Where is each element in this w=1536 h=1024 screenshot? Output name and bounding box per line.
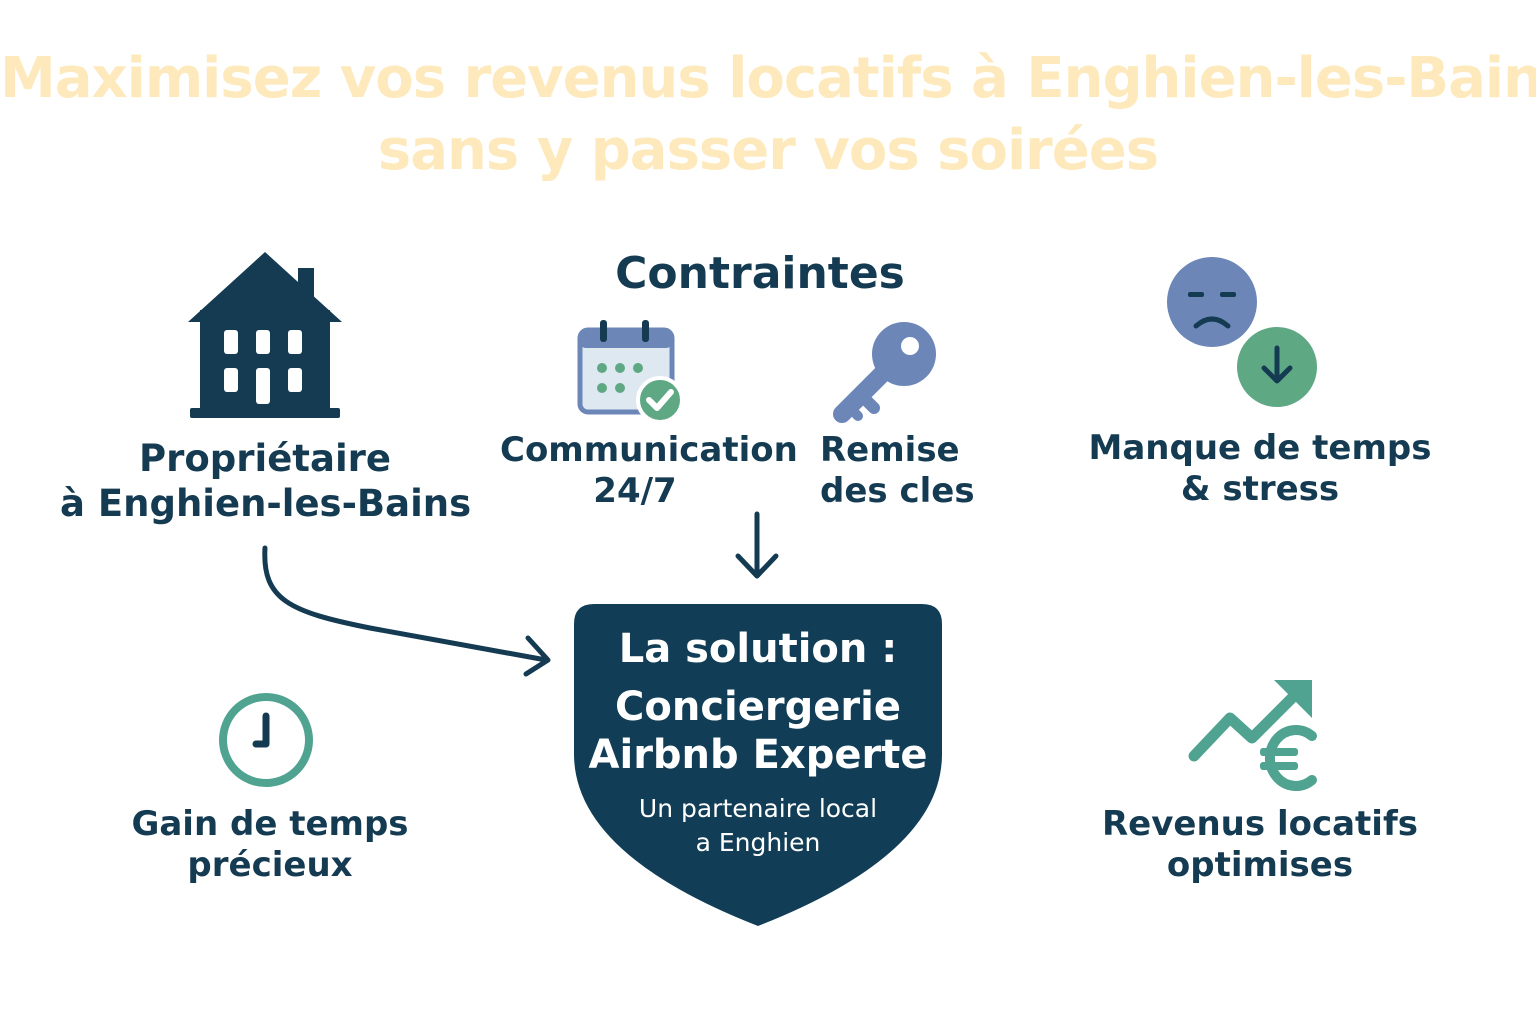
key-icon	[832, 318, 942, 430]
owner-to-solution-arrowhead	[523, 635, 551, 677]
page-title-line-1: Maximisez vos revenus locatifs à Enghien…	[0, 46, 1536, 111]
solution-title-line-2: Conciergerie	[615, 684, 901, 730]
time-gain-label: Gain de temps précieux	[110, 804, 430, 887]
constraints-heading: Contraintes	[615, 248, 905, 299]
solution-title-line-3: Airbnb Experte	[588, 732, 928, 778]
solution-subtitle-line-2: a Enghien	[695, 828, 821, 857]
euro-icon	[1256, 720, 1320, 800]
clock-icon	[216, 690, 316, 794]
owner-label-line-1: Propriétaire	[139, 437, 391, 480]
time-gain-label-line-2: précieux	[187, 845, 353, 886]
stress-label-line-1: Manque de temps	[1088, 428, 1432, 468]
stress-label: Manque de temps & stress	[1080, 428, 1440, 511]
revenue-label-line-2: optimises	[1166, 845, 1354, 886]
owner-label-line-2: à Enghien-les-Bains	[60, 482, 472, 526]
page-title-line-2: sans y passer vos soirées	[377, 118, 1159, 183]
solution-title-line-1: La solution :	[618, 626, 898, 672]
owner-label: Propriétaire à Enghien-les-Bains	[60, 436, 472, 526]
revenue-label: Revenus locatifs optimises	[1090, 804, 1430, 887]
trend-up-icon	[1186, 676, 1316, 770]
communication-label-line-1: Communication	[500, 430, 798, 470]
communication-label-line-2: 24/7	[593, 471, 677, 512]
down-arrow-icon	[1236, 326, 1318, 412]
solution-subtitle-line-1: Un partenaire local	[638, 794, 878, 823]
time-gain-label-line-1: Gain de temps	[131, 804, 409, 844]
communication-label: Communication 24/7	[500, 430, 798, 513]
owner-to-solution-arrow	[262, 545, 549, 663]
keys-label: Remise des cles	[820, 430, 990, 513]
keys-label-line-2: des cles	[820, 471, 975, 512]
house-icon	[186, 250, 344, 424]
revenue-label-line-1: Revenus locatifs	[1102, 804, 1418, 844]
solution-shield: La solution : Conciergerie Airbnb Expert…	[572, 604, 944, 928]
constraints-to-solution-arrowhead	[735, 553, 779, 579]
keys-label-line-1: Remise	[820, 430, 960, 470]
stress-label-line-2: & stress	[1180, 469, 1340, 510]
calendar-check-icon	[576, 318, 688, 426]
sad-face-icon	[1166, 256, 1258, 352]
